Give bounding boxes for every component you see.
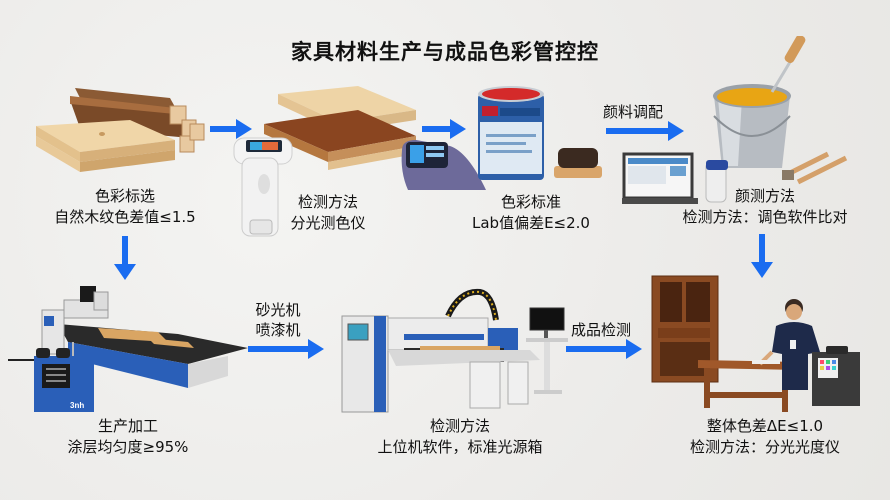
paint-bucket-laptop-illustration (622, 36, 890, 206)
step-detail: 自然木纹色差值≤1.5 (54, 208, 196, 226)
flow-arrow-down (114, 236, 136, 280)
paint-can-colorimeter-illustration (398, 82, 608, 192)
step-caption-pigment-check: 颜测方法 检测方法：调色软件比对 (640, 186, 890, 228)
brand-logo: 3nh (70, 401, 84, 410)
flow-arrow-right (566, 339, 646, 359)
step-detail: Lab值偏差E≤2.0 (472, 214, 590, 232)
step-title: 色彩标准 (500, 193, 561, 211)
furniture-inspection-illustration (648, 270, 890, 412)
step-title: 检测方法 (429, 417, 490, 435)
cnc-machine-illustration: 3nh (8, 284, 248, 414)
step-detail: 检测方法：调色软件比对 (682, 208, 848, 226)
step-caption-final-inspection: 整体色差ΔE≤1.0 检测方法：分光光度仪 (640, 416, 890, 458)
step-detail: 分光测色仪 (290, 214, 366, 232)
step-title: 检测方法 (297, 193, 358, 211)
coating-line-illustration (330, 282, 574, 414)
spectrophotometer-boards-illustration (228, 80, 418, 240)
step-caption-wood-selection: 色彩标选 自然木纹色差值≤1.5 (20, 186, 230, 228)
flow-arrow-right (210, 119, 252, 139)
arrow-label-pigment-mixing: 颜料调配 (602, 103, 663, 121)
step-title: 生产加工 (97, 417, 158, 435)
diagram-title: 家具材料生产与成品色彩管控控 (291, 40, 599, 64)
step-detail: 检测方法：分光光度仪 (689, 438, 840, 456)
step-caption-color-standard: 色彩标准 Lab值偏差E≤2.0 (456, 192, 606, 234)
step-title: 色彩标选 (94, 187, 155, 205)
step-caption-process-inspection: 检测方法 上位机软件，标准光源箱 (370, 416, 550, 458)
flow-arrow-right (248, 339, 328, 359)
arrow-label-sanding-spraying: 砂光机 喷漆机 (255, 301, 301, 339)
step-title: 整体色差ΔE≤1.0 (706, 417, 824, 435)
step-detail: 上位机软件，标准光源箱 (377, 438, 543, 456)
flow-arrow-down (751, 234, 773, 280)
step-caption-plank-inspection: 检测方法 分光测色仪 (268, 192, 388, 234)
step-detail: 涂层均匀度≥95% (67, 438, 189, 456)
step-caption-production: 生产加工 涂层均匀度≥95% (28, 416, 228, 458)
wood-logs-illustration (30, 78, 230, 178)
arrow-label-final-inspection: 成品检测 (570, 321, 631, 339)
step-title: 颜测方法 (734, 187, 795, 205)
flow-arrow-right (606, 121, 686, 141)
flow-arrow-right (422, 119, 466, 139)
